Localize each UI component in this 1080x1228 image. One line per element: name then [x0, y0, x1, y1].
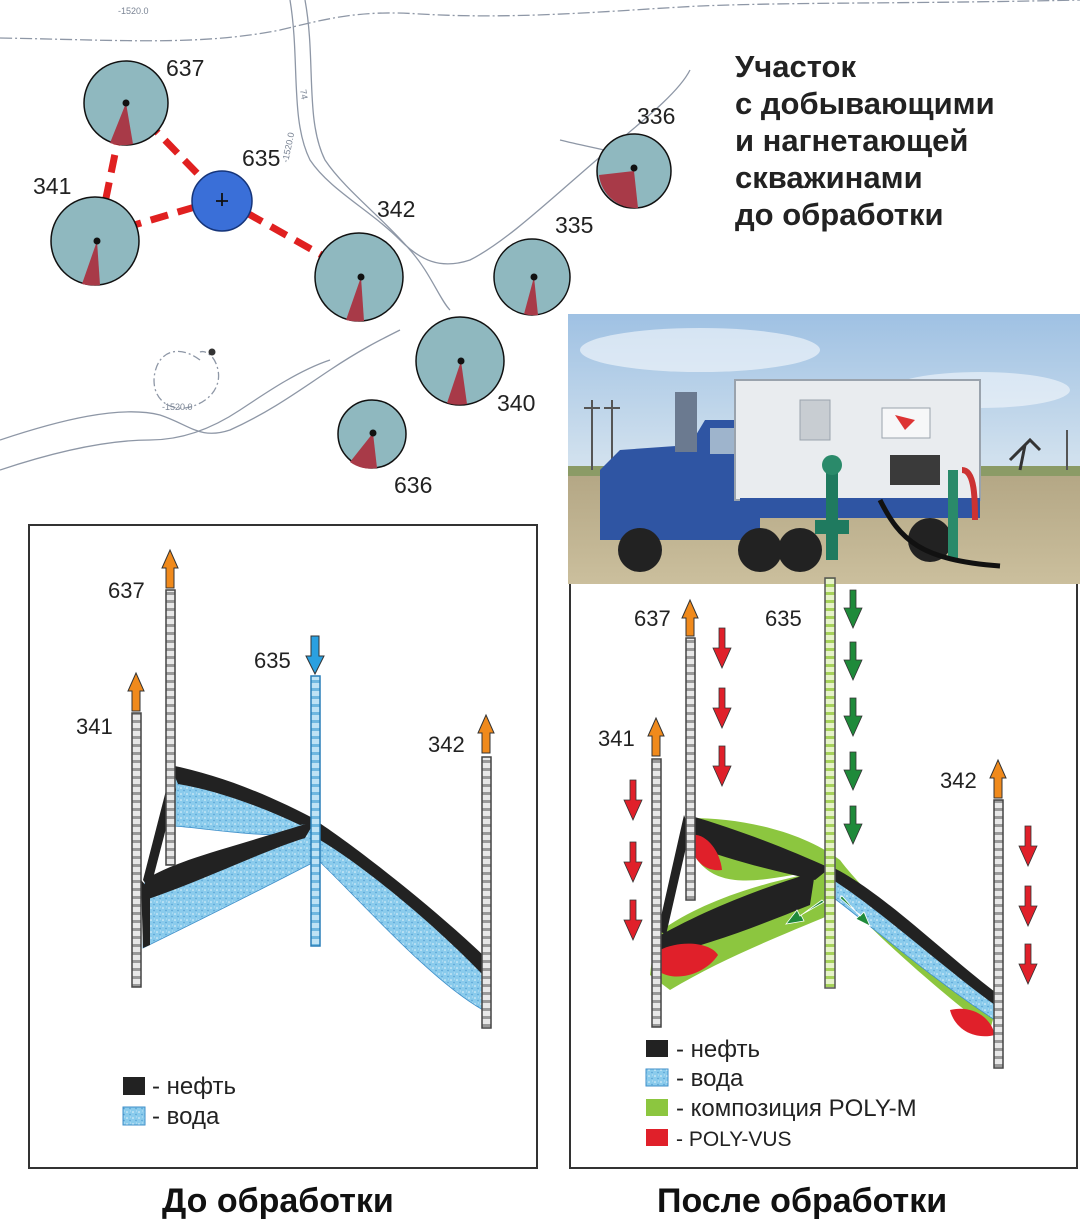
map-well-336: 336: [596, 103, 675, 209]
after-well-label: 635: [765, 606, 802, 631]
well-sector: [82, 241, 100, 286]
contour-label: -1520.0: [162, 402, 193, 412]
legend-swatch-polyvus: [646, 1129, 668, 1146]
up-arrow-icon: [477, 713, 495, 754]
after-caption: После обработки: [657, 1182, 948, 1220]
map-well-label: 340: [497, 390, 535, 416]
up-arrow-icon: [989, 758, 1007, 799]
before-well-635-pipe: [310, 675, 321, 947]
map-well-label: 637: [166, 55, 204, 81]
down-arrow-icon: [1018, 825, 1038, 867]
well-sector: [110, 103, 133, 146]
down-arrow-icon: [843, 751, 863, 791]
before-well-342-pipe: [481, 756, 492, 1029]
well-sector: [447, 361, 467, 405]
well-sector: [346, 277, 364, 322]
before-well-label: 342: [428, 732, 465, 757]
down-arrow-icon: [712, 627, 732, 669]
up-arrow-icon: [681, 598, 699, 637]
title-line: с добывающими: [735, 86, 995, 121]
down-arrow-icon: [623, 779, 643, 821]
map-well-label: 336: [637, 103, 675, 129]
title-line: и нагнетающей: [735, 123, 969, 158]
field-photo: [568, 314, 1080, 584]
up-arrow-icon: [127, 671, 145, 712]
map-well-636: 636: [337, 399, 432, 498]
map-marker-dot: [208, 348, 216, 356]
after-well-635-pipe: [824, 577, 836, 989]
legend-swatch-oil: [123, 1077, 145, 1095]
map-well-340: 340: [415, 316, 535, 416]
down-arrow-icon: [843, 697, 863, 737]
contour-label: -1520.0: [118, 6, 149, 16]
down-arrow-icon: [623, 899, 643, 941]
after-well-342-pipe: [993, 799, 1004, 1069]
before-caption: До обработки: [162, 1182, 394, 1220]
flow-arrow-icon: [785, 899, 825, 925]
before-legend: - нефть - вода: [122, 1073, 236, 1130]
legend-label: - POLY-VUS: [676, 1128, 792, 1151]
map-well-label: 342: [377, 196, 415, 222]
map-well-label: 635: [242, 145, 280, 171]
down-arrow-icon: [1018, 885, 1038, 927]
up-arrow-icon: [647, 716, 665, 757]
up-arrow-icon: [161, 548, 179, 589]
before-well-label: 637: [108, 578, 145, 603]
after-well-637-pipe: [685, 637, 696, 901]
down-arrow-icon: [843, 589, 863, 629]
well-sector: [599, 171, 638, 209]
down-arrow-icon: [1018, 943, 1038, 985]
before-well-label: 341: [76, 714, 113, 739]
map-well-335: 335: [493, 212, 593, 316]
after-well-label: 342: [940, 768, 977, 793]
down-arrow-icon: [712, 687, 732, 729]
after-well-label: 637: [634, 606, 671, 631]
map-well-label: 335: [555, 212, 593, 238]
title-line: Участок: [735, 49, 856, 84]
legend-label: - нефть: [152, 1073, 236, 1100]
title-line: до обработки: [735, 197, 944, 232]
well-sector: [524, 277, 538, 316]
before-well-637-pipe: [165, 589, 176, 866]
before-well-label: 635: [254, 648, 291, 673]
down-arrow-icon: [305, 635, 325, 676]
legend-swatch-water: [645, 1068, 669, 1087]
map-well-label: 341: [33, 173, 71, 199]
legend-swatch-polym: [646, 1099, 668, 1116]
map-well-label: 636: [394, 472, 432, 498]
map-well-635: 635: [191, 145, 280, 232]
map-well-637: 637: [83, 55, 204, 146]
before-wells: 637 341 635 342: [76, 548, 495, 1029]
down-arrow-icon: [843, 641, 863, 681]
contour-label: -1520.0: [280, 131, 296, 163]
title-line: скважинами: [735, 160, 923, 195]
contour-label: 74: [298, 89, 310, 101]
map-well-342: 342: [314, 196, 415, 322]
down-arrow-icon: [843, 805, 863, 845]
before-well-341-pipe: [131, 712, 142, 988]
legend-label: - вода: [152, 1103, 220, 1130]
after-legend: - нефть - вода - композиция POLY-M - POL…: [645, 1036, 917, 1151]
map-well-341: 341: [33, 173, 140, 286]
down-arrow-icon: [623, 841, 643, 883]
legend-swatch-oil: [646, 1040, 668, 1057]
after-well-label: 341: [598, 726, 635, 751]
legend-label: - композиция POLY-M: [676, 1095, 917, 1122]
well-sector: [350, 433, 377, 469]
legend-label: - нефть: [676, 1036, 760, 1063]
down-arrow-icon: [712, 745, 732, 787]
after-well-341-pipe: [651, 758, 662, 1028]
flow-arrow-icon: [839, 895, 871, 927]
after-wells: 637 341 635 342: [598, 577, 1038, 1069]
legend-label: - вода: [676, 1065, 744, 1092]
legend-swatch-water: [122, 1106, 146, 1126]
after-panel-frame: [569, 584, 1078, 1169]
after-layers: [650, 815, 1000, 1037]
title-block: Участок с добывающими и нагнетающей сква…: [735, 48, 1065, 233]
